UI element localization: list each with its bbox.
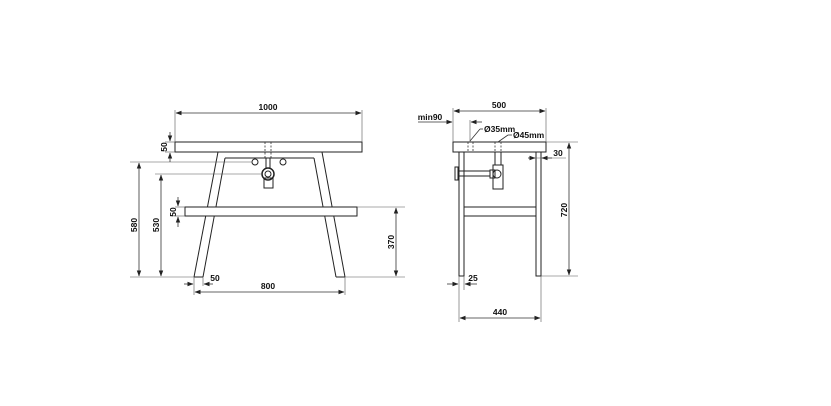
water-inlet-left-icon xyxy=(251,158,259,166)
water-inlet-right-icon xyxy=(279,158,287,166)
front-view: 1000 50 580 530 50 370 50 800 xyxy=(129,102,405,295)
dim-label-leg-width: 50 xyxy=(210,273,220,283)
countertop xyxy=(174,141,363,153)
dim-label-frame-depth: 440 xyxy=(493,307,507,317)
side-view: 500 min90 Ø35mm Ø45mm 30 720 25 440 xyxy=(418,100,578,322)
dim-label-depth: 500 xyxy=(492,100,506,110)
siphon xyxy=(261,158,275,189)
dim-label-530: 530 xyxy=(151,218,161,232)
siphon-side xyxy=(454,152,504,190)
dim-label-720: 720 xyxy=(559,203,569,217)
dim-label-min90: min90 xyxy=(418,112,443,122)
dim-label-580: 580 xyxy=(129,218,139,232)
dim-label-370: 370 xyxy=(386,235,396,249)
dim-label-width: 1000 xyxy=(259,102,278,112)
dim-label-leg-inset: 30 xyxy=(553,148,563,158)
side-leg-back xyxy=(535,151,542,277)
shelf-side xyxy=(463,206,537,217)
shelf xyxy=(184,206,358,217)
dim-label-leg-thickness: 25 xyxy=(468,273,478,283)
dim-label-top-thickness: 50 xyxy=(159,142,169,152)
label-hole-35: Ø35mm xyxy=(484,124,516,134)
dim-label-800: 800 xyxy=(261,281,275,291)
dim-label-shelf-thickness: 50 xyxy=(168,207,178,217)
label-hole-45: Ø45mm xyxy=(513,130,545,140)
countertop-side xyxy=(452,141,547,153)
